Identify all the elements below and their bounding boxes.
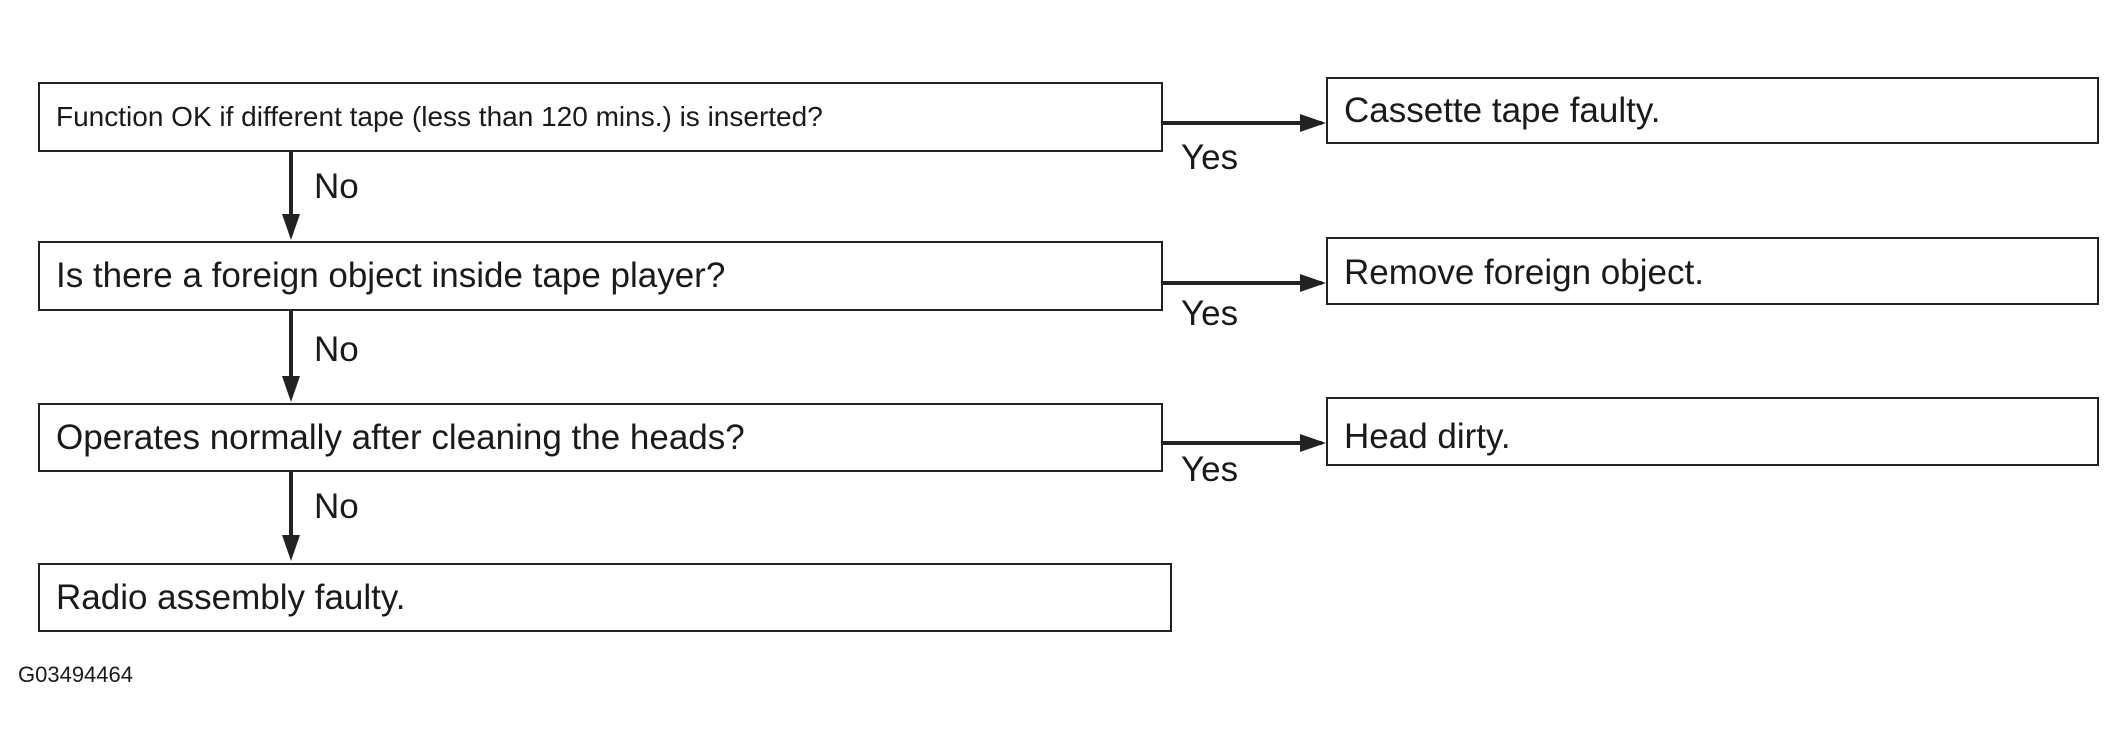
arrowhead-yes-step-3 <box>1300 434 1326 452</box>
yes-label-step-3: Yes <box>1181 450 1239 489</box>
result-text-step-3: Head dirty. <box>1344 417 1511 456</box>
no-label-step-1: No <box>314 167 359 206</box>
figure-id: G03494464 <box>18 662 133 687</box>
question-box-step-1: Function OK if different tape (less than… <box>38 82 1163 152</box>
question-text-step-1: Function OK if different tape (less than… <box>56 101 823 132</box>
result-box-step-1: Cassette tape faulty. <box>1326 77 2099 144</box>
arrowhead-no-step-2 <box>282 376 300 402</box>
result-box-step-2: Remove foreign object. <box>1326 237 2099 305</box>
arrowhead-yes-step-1 <box>1300 114 1326 132</box>
yes-label-step-1: Yes <box>1181 138 1239 177</box>
question-text-step-3: Operates normally after cleaning the hea… <box>56 417 745 457</box>
no-label-step-2: No <box>314 330 359 369</box>
yes-label-step-2: Yes <box>1181 294 1239 333</box>
arrowhead-yes-step-2 <box>1300 274 1326 292</box>
final-result-box: Radio assembly faulty. <box>38 563 1172 632</box>
no-label-step-3: No <box>314 487 359 526</box>
result-text-step-2: Remove foreign object. <box>1344 253 1704 292</box>
final-result-text: Radio assembly faulty. <box>56 577 406 617</box>
question-box-step-3: Operates normally after cleaning the hea… <box>38 403 1163 472</box>
arrowhead-no-step-3 <box>282 535 300 561</box>
arrowhead-no-step-1 <box>282 214 300 240</box>
result-box-step-3: Head dirty. <box>1326 397 2099 466</box>
question-text-step-2: Is there a foreign object inside tape pl… <box>56 256 726 295</box>
result-text-step-1: Cassette tape faulty. <box>1344 90 1661 130</box>
question-box-step-2: Is there a foreign object inside tape pl… <box>38 241 1163 311</box>
